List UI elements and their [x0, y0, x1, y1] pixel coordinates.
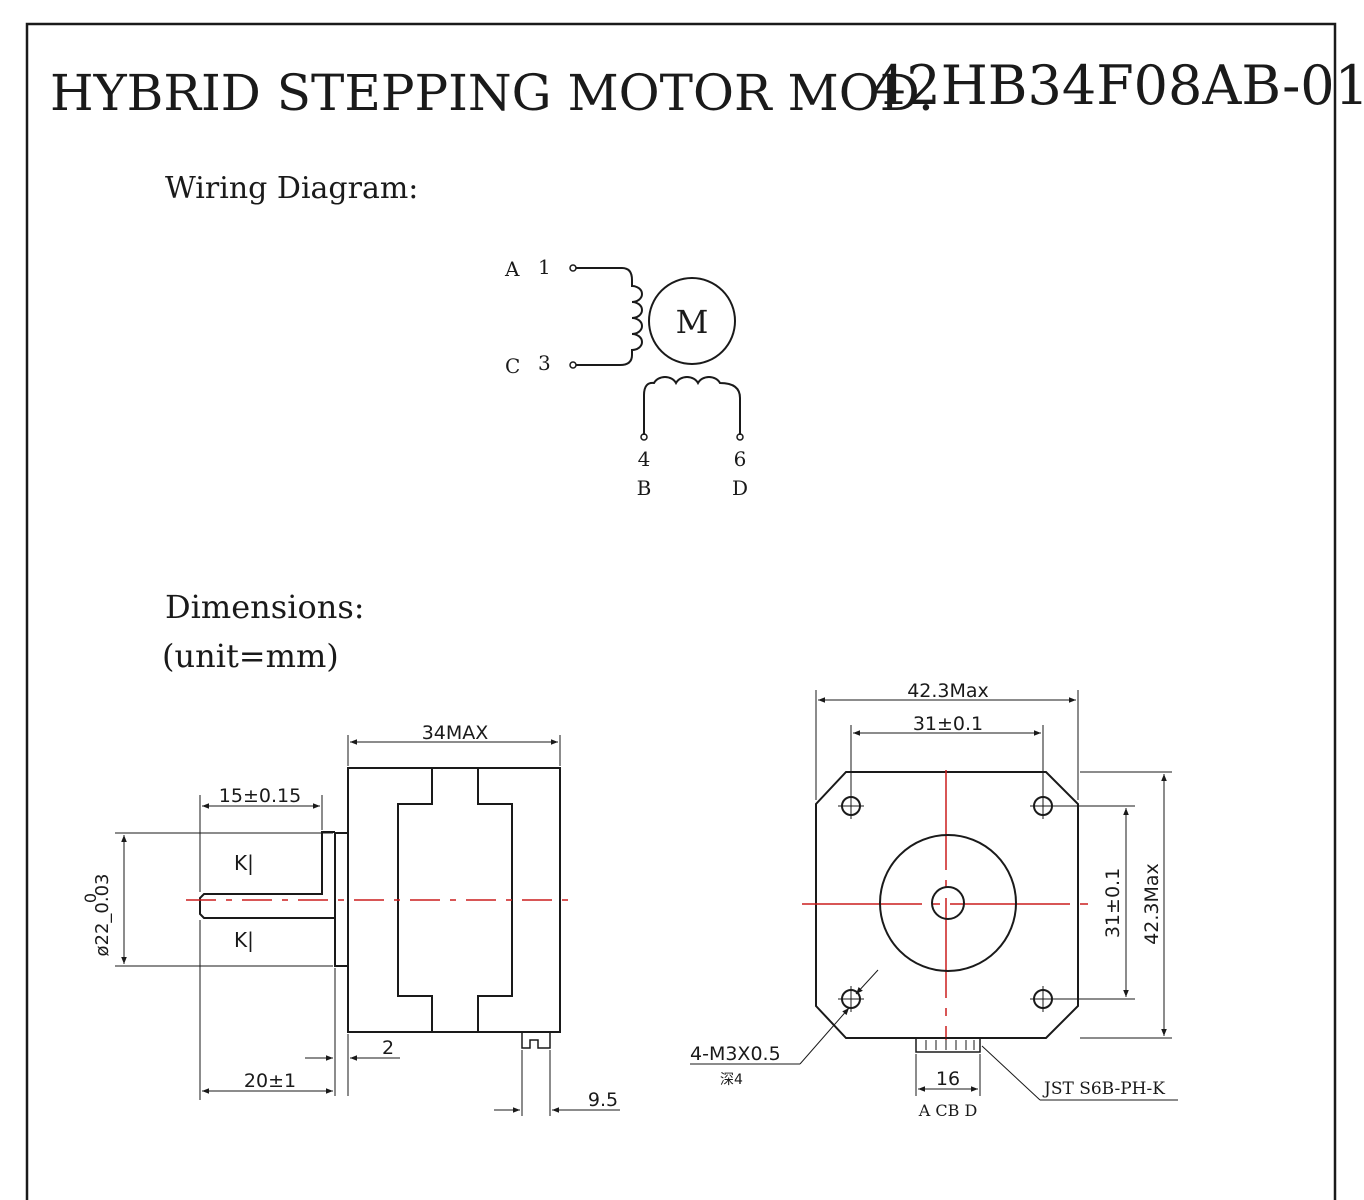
terminal-c-pin: 3 [538, 351, 551, 375]
terminal-d-node [736, 433, 744, 441]
dim-overall-width: 42.3Max [907, 680, 989, 702]
flat-mark-top: K| [234, 851, 254, 875]
connector-pin-labels: A CB D [918, 1101, 978, 1120]
terminal-d-pin: 6 [734, 447, 747, 471]
shaft [199, 831, 335, 919]
terminal-d-letter: D [732, 476, 748, 500]
mounting-hole-tr [1030, 793, 1056, 819]
dim-hole-spacing-v: 31±0.1 [1102, 868, 1124, 938]
dim-shaft-diameter-tol: 0 [81, 893, 100, 903]
terminal-b-letter: B [637, 476, 652, 500]
terminal-a-letter: A [504, 257, 520, 281]
motor-face-outline [815, 771, 1079, 1039]
dim-overall-height: 42.3Max [1141, 863, 1163, 945]
wiring-diagram: A 1 C 3 M 4 B 6 D [504, 255, 748, 500]
terminal-a-node [569, 264, 577, 272]
motor-symbol [648, 277, 736, 365]
dim-connector-offset: 9.5 [588, 1089, 618, 1111]
mounting-hole-br [1030, 986, 1056, 1012]
coil-bd [643, 376, 741, 435]
terminal-a-pin: 1 [538, 255, 551, 279]
motor-label: M [676, 303, 709, 341]
terminal-c-letter: C [505, 354, 520, 378]
connector-pins [925, 1040, 975, 1050]
leader-connector [981, 1045, 1041, 1101]
dim-shaft-diameter: ø22_0.03 [92, 874, 113, 957]
side-view: 34MAX 15±0.15 ø22_0.03 0 K| K| 2 20±1 9.… [81, 722, 620, 1116]
model-number: 42HB34F08AB-01 [872, 54, 1364, 117]
callout-connector-type: JST S6B-PH-K [1042, 1079, 1165, 1099]
connector-body [915, 1037, 981, 1053]
sheet-frame [25, 22, 1337, 1200]
mounting-hole-bl [838, 986, 864, 1012]
terminal-b-node [640, 433, 648, 441]
mounting-hole-tl [838, 793, 864, 819]
callout-holes: 4-M3X0.5 [690, 1043, 781, 1065]
dimensions-heading: Dimensions: [165, 588, 365, 626]
dim-connector-width: 16 [936, 1068, 960, 1090]
callout-holes-depth: 深4 [720, 1072, 743, 1088]
coil-ac [576, 267, 643, 366]
terminal-b-pin: 4 [638, 447, 651, 471]
flat-mark-bottom: K| [234, 928, 254, 952]
connector-stub [521, 1032, 551, 1049]
dim-flange-thickness: 2 [382, 1037, 394, 1059]
front-view: 42.3Max 31±0.1 31±0.1 42.3Max 4-M3X0.5 深… [690, 680, 1178, 1120]
flange [334, 832, 349, 967]
terminal-c-node [569, 361, 577, 369]
unit-note: (unit=mm) [162, 637, 339, 675]
shaft-end [931, 886, 965, 920]
dim-body-length: 34MAX [422, 722, 489, 744]
wiring-heading: Wiring Diagram: [165, 171, 418, 206]
pilot-boss [879, 834, 1017, 972]
title-prefix: HYBRID STEPPING MOTOR MOD. [50, 64, 934, 122]
dim-shaft-flat: 15±0.15 [219, 785, 301, 807]
dim-shaft-length: 20±1 [244, 1070, 296, 1092]
dim-hole-spacing-h: 31±0.1 [913, 713, 983, 735]
